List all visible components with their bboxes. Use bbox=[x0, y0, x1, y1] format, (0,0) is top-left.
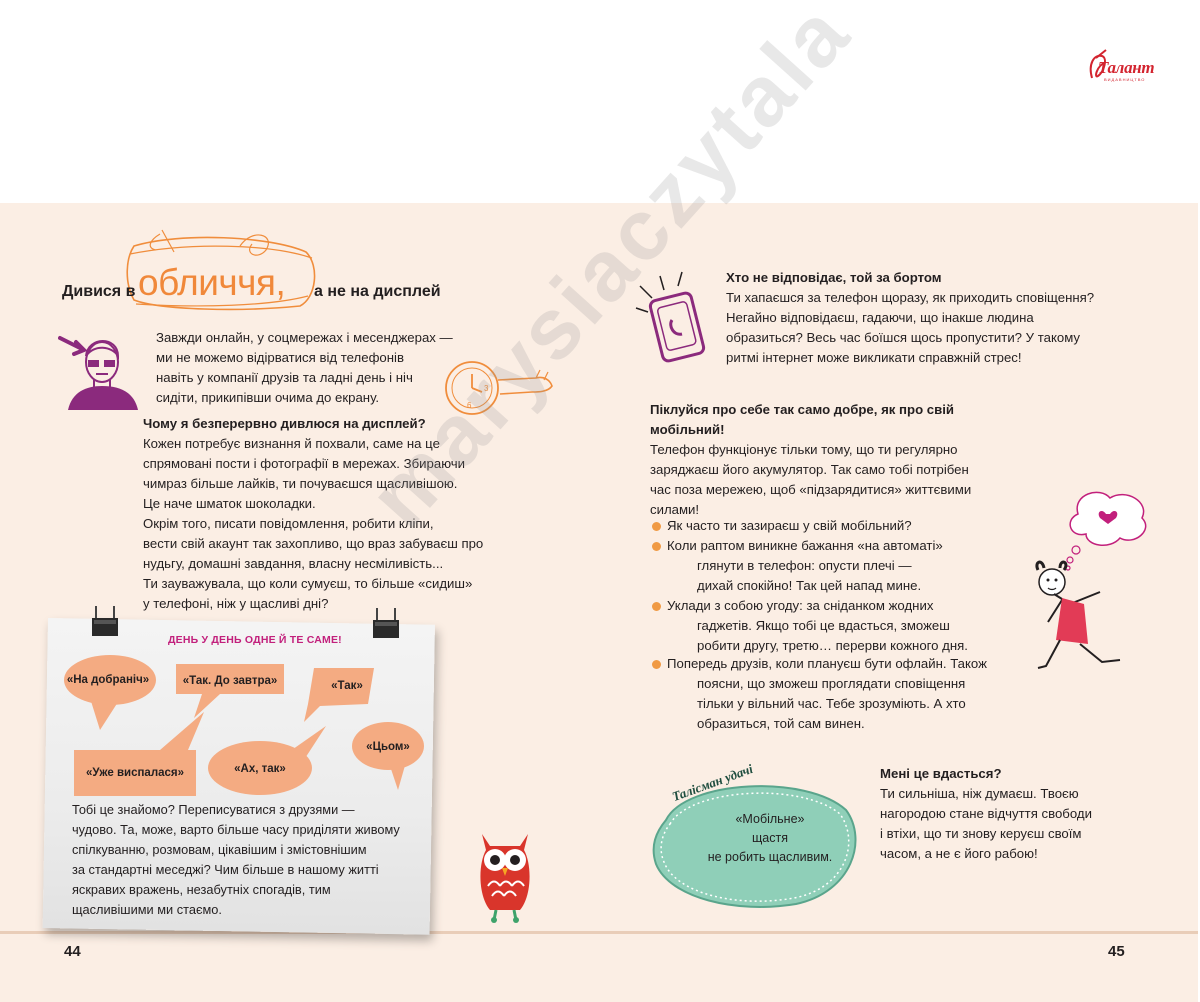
section3-line: нагородою стане відчуття свободи bbox=[880, 806, 1092, 821]
question-line: Окрім того, писати повідомлення, робити … bbox=[143, 516, 434, 531]
list-item: Коли раптом виникне бажання «на автоматі… bbox=[667, 536, 943, 596]
question-line: чимраз більше лайків, ти почуваєшся щасл… bbox=[143, 476, 458, 491]
list-bullet bbox=[652, 602, 661, 611]
publisher-logo: Талант ВИДАВНИЦТВО bbox=[1084, 44, 1184, 88]
pinned-line: за стандартні меседжі? Чим більше в нашо… bbox=[72, 862, 379, 877]
question-line: Це наче шматок шоколадки. bbox=[143, 496, 316, 511]
owl-icon bbox=[480, 834, 530, 923]
list-bullet bbox=[652, 660, 661, 669]
tip-line: Коли раптом виникне бажання «на автоматі… bbox=[667, 538, 943, 553]
pinned-line: чудово. Та, може, варто більше часу прид… bbox=[72, 822, 400, 837]
speech-bubble-shapes bbox=[64, 655, 424, 796]
tip-line: поясни, що зможеш проглядати сповіщення bbox=[697, 676, 966, 691]
page-baseline bbox=[0, 931, 1198, 934]
pinned-title: ДЕНЬ У ДЕНЬ ОДНЕ Й ТЕ САМЕ! bbox=[168, 634, 342, 646]
talisman-line: «Мобільне» bbox=[735, 812, 805, 826]
section2-line: заряджаєш його акумулятор. Так само тобі… bbox=[650, 462, 969, 477]
list-bullet bbox=[652, 522, 661, 531]
section1-heading: Хто не відповідає, той за бортом bbox=[726, 270, 942, 285]
section3-line: часом, а не є його рабою! bbox=[880, 846, 1038, 861]
bubble-kiss: «Цьом» bbox=[366, 741, 410, 753]
clock-hand-icon: 6 3 bbox=[445, 361, 553, 415]
question-line: вести свій акаунт так захопливо, що враз… bbox=[143, 536, 484, 551]
question-line: Кожен потребує визнання й похвали, саме … bbox=[143, 436, 440, 451]
ringing-phone-icon bbox=[635, 271, 706, 363]
section2: Піклуйся про себе так само добре, як про… bbox=[650, 400, 971, 520]
tip-line: робити другу, третю… перерви кожного дня… bbox=[697, 638, 968, 653]
intro-text: Завжди онлайн, у соцмережах і месенджера… bbox=[156, 328, 453, 408]
list-item: Попередь друзів, коли плануєш бути офлай… bbox=[667, 654, 987, 734]
section2-heading: Піклуйся про себе так само добре, як про… bbox=[650, 402, 955, 417]
section2-line: силами! bbox=[650, 502, 700, 517]
binder-clip-icon bbox=[92, 606, 118, 636]
tip-line: тільки у вільний час. Тебе зрозуміють. А… bbox=[697, 696, 966, 711]
section1-line: Негайно відповідаєш, гадаючи, що інакше … bbox=[726, 310, 1034, 325]
tip-line: Попередь друзів, коли плануєш бути офлай… bbox=[667, 656, 987, 671]
svg-text:6: 6 bbox=[467, 401, 472, 410]
section1-line: ритмі інтернет може викликати справжній … bbox=[726, 350, 1022, 365]
logo-mark-icon bbox=[1089, 49, 1107, 79]
section3-line: і втіхи, що ти знову керуєш своїм bbox=[880, 826, 1082, 841]
question-line: нудьгу, домашні завдання, власну несміли… bbox=[143, 556, 444, 571]
tip-line: гаджетів. Якщо тобі це вдасться, зможеш bbox=[697, 618, 950, 633]
section3-line: Ти сильніша, ніж думаєш. Твоєю bbox=[880, 786, 1079, 801]
binder-clip-icon bbox=[373, 608, 399, 638]
section2-line: час поза мережею, щоб «підзарядитися» жи… bbox=[650, 482, 972, 497]
section2-heading: мобільний! bbox=[650, 422, 725, 437]
pinned-line: спілкуванню, розмовам, цікавішим і зміст… bbox=[72, 842, 367, 857]
talisman-line: щастя bbox=[752, 831, 788, 845]
tip-line: Як часто ти зазираєш у свій мобільний? bbox=[667, 518, 912, 533]
title-prefix: Дивися в bbox=[62, 283, 136, 300]
pinned-line: щасливішими ми стаємо. bbox=[72, 902, 222, 917]
bubble-see-you-tomorrow: «Так. До завтра» bbox=[182, 675, 278, 687]
list-item: Уклади з собою угоду: за сніданком жодни… bbox=[667, 596, 968, 656]
bubble-yes: «Так» bbox=[331, 680, 363, 692]
title-scribble-frame bbox=[126, 229, 316, 311]
intro-line: сидіти, прикипівши очима до екрану. bbox=[156, 390, 380, 405]
section2-line: Телефон функціонує тільки тому, що ти ре… bbox=[650, 442, 958, 457]
svg-text:3: 3 bbox=[484, 384, 489, 393]
section1-line: образиться? Весь час боїшся щось пропуст… bbox=[726, 330, 1081, 345]
page-number-right: 45 bbox=[1108, 943, 1125, 960]
tip-line: дихай спокійно! Так цей напад мине. bbox=[697, 578, 922, 593]
girl-face-icon bbox=[58, 336, 138, 410]
tip-line: образиться, той сам винен. bbox=[697, 716, 865, 731]
bubble-already-slept: «Уже виспалася» bbox=[85, 767, 185, 779]
talisman-text: «Мобільне» щастя не робить щасливим. bbox=[690, 810, 850, 867]
question-line: у телефоні, ніж у щасливі дні? bbox=[143, 596, 329, 611]
question-line: Ти зауважувала, що коли сумуєш, то більш… bbox=[143, 576, 473, 591]
section3: Мені це вдасться? Ти сильніша, ніж думає… bbox=[880, 764, 1092, 864]
pinned-body: Тобі це знайомо? Переписуватися з друзям… bbox=[72, 800, 400, 920]
page-number-left: 44 bbox=[64, 943, 81, 960]
dancing-girl-icon bbox=[1035, 491, 1147, 669]
title-suffix: а не на дисплей bbox=[314, 283, 441, 300]
list-item: Як часто ти зазираєш у свій мобільний? bbox=[667, 516, 912, 536]
section3-heading: Мені це вдасться? bbox=[880, 766, 1002, 781]
question-section: Чому я безперервно дивлюся на дисплей? К… bbox=[143, 414, 483, 614]
section1-line: Ти хапаєшся за телефон щоразу, як приход… bbox=[726, 290, 1095, 305]
talisman-line: не робить щасливим. bbox=[707, 850, 833, 864]
bubble-good-night: «На добраніч» bbox=[66, 674, 150, 686]
pointing-arrow-icon bbox=[58, 336, 88, 356]
logo-subtext: ВИДАВНИЦТВО bbox=[1104, 77, 1146, 82]
tip-line: глянути в телефон: опусти плечі — bbox=[697, 558, 912, 573]
intro-line: Завжди онлайн, у соцмережах і месенджера… bbox=[156, 330, 453, 345]
logo-text: Талант bbox=[1098, 58, 1155, 77]
pinned-line: Тобі це знайомо? Переписуватися з друзям… bbox=[72, 802, 355, 817]
title-main-word: обличчя, bbox=[138, 262, 286, 303]
bubble-ah-yes: «Ах, так» bbox=[234, 763, 286, 775]
question-line: спрямовані пости і фотографії в мережах.… bbox=[143, 456, 466, 471]
intro-line: навіть у компанії друзів та ладні день і… bbox=[156, 370, 413, 385]
tip-line: Уклади з собою угоду: за сніданком жодни… bbox=[667, 598, 934, 613]
talisman-stone-icon bbox=[652, 785, 857, 908]
pinned-line: яскравих вражень, незабутніх спогадів, т… bbox=[72, 882, 331, 897]
list-bullet bbox=[652, 542, 661, 551]
section1: Хто не відповідає, той за бортом Ти хапа… bbox=[726, 268, 1094, 368]
question-heading: Чому я безперервно дивлюся на дисплей? bbox=[143, 416, 426, 431]
intro-line: ми не можемо відірватися від телефонів bbox=[156, 350, 404, 365]
